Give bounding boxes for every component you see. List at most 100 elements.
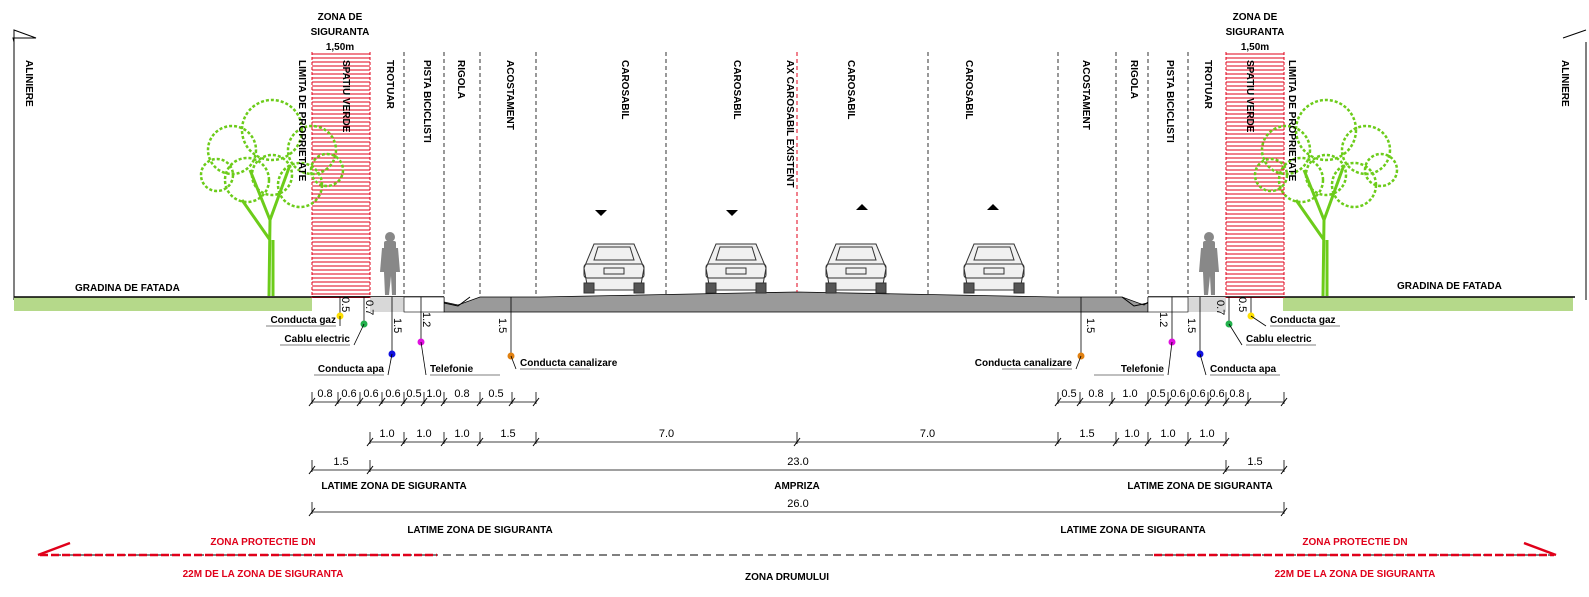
safety-zone-right xyxy=(1226,52,1284,298)
vertical-label-carosabil: CAROSABIL xyxy=(731,60,742,119)
ampriza-label: AMPRIZA xyxy=(774,481,820,492)
vertical-label-ax-carosabil: AX CAROSABIL EXISTENT xyxy=(784,60,795,188)
car-2-icon xyxy=(705,243,767,294)
latime-zona-label-2: LATIME ZONA DE SIGURANTA xyxy=(1127,481,1272,492)
sewer-right-label: Conducta canalizare xyxy=(975,358,1073,369)
zona-protectie-label-right: ZONA PROTECTIE DN xyxy=(1302,537,1407,548)
vertical-label-spatiu-verde: SPATIU VERDE xyxy=(340,60,351,133)
electric-cable-left-label: Cablu electric xyxy=(284,334,350,345)
vertical-label-carosabil: CAROSABIL xyxy=(963,60,974,119)
vertical-label-pista-biciclisti: PISTA BICICLISTI xyxy=(421,60,432,143)
dim-row1-right-7: 0.8 xyxy=(1229,388,1244,400)
pedestrian-right-icon xyxy=(1199,232,1219,295)
dim-row1-left-3: 0.6 xyxy=(385,388,400,400)
protection-zone-line xyxy=(37,541,1557,557)
dim-row1-right-5: 0.6 xyxy=(1190,388,1205,400)
dim-row2-4: 7.0 xyxy=(659,428,674,440)
dim-row2-2: 1.0 xyxy=(454,428,469,440)
direction-up-arrow-1 xyxy=(856,204,868,210)
dim-row1-left-1: 0.6 xyxy=(341,388,356,400)
gas-pipe-right-depth: 0.5 xyxy=(1236,297,1248,312)
water-pipe-left-label: Conducta apa xyxy=(318,364,385,375)
lane-dividers xyxy=(403,52,1189,297)
telecom-right-label: Telefonie xyxy=(1121,364,1165,375)
gradina-label-left: GRADINA DE FATADA xyxy=(75,283,180,294)
dim-row2-8: 1.0 xyxy=(1160,428,1175,440)
telecom-left-label: Telefonie xyxy=(430,364,474,375)
vertical-label-acostament: ACOSTAMENT xyxy=(1080,60,1091,130)
vertical-label-pista-biciclisti: PISTA BICICLISTI xyxy=(1164,60,1175,143)
car-1-icon xyxy=(583,243,645,294)
vertical-label-acostament: ACOSTAMENT xyxy=(504,60,515,130)
car-4-icon xyxy=(963,243,1025,294)
electric-cable-right-depth: 0.7 xyxy=(1214,300,1226,315)
vertical-label-rigola: RIGOLA xyxy=(1128,60,1139,99)
vertical-label-rigola: RIGOLA xyxy=(455,60,466,99)
zona-drumului-label: ZONA DRUMULUI xyxy=(745,572,829,583)
dim-row1-left-7: 0.5 xyxy=(488,388,503,400)
dim-row1-right-3: 0.5 xyxy=(1150,388,1165,400)
telecom-right-depth: 1.2 xyxy=(1157,312,1169,327)
latime-zona-label-3: LATIME ZONA DE SIGURANTA xyxy=(407,525,552,536)
electric-cable-left-depth: 0.7 xyxy=(363,300,375,315)
zona-de-label: ZONA DE xyxy=(1233,12,1278,23)
cars xyxy=(583,243,1025,294)
siguranta-label: SIGURANTA xyxy=(311,27,370,38)
pedestrian-left-icon xyxy=(380,232,400,295)
dim-row3-1: 23.0 xyxy=(787,456,808,468)
latime-zona-label-4: LATIME ZONA DE SIGURANTA xyxy=(1060,525,1205,536)
grass-left xyxy=(14,297,312,311)
direction-down-arrow-1 xyxy=(595,210,607,216)
vertical-label-alniere: ALINIERE xyxy=(1559,60,1570,107)
vertical-label-trotuar: TROTUAR xyxy=(384,60,395,110)
water-pipe-left-depth: 1.5 xyxy=(391,318,403,333)
tree-left xyxy=(199,98,345,297)
dim-row2-9: 1.0 xyxy=(1199,428,1214,440)
dim-row1-right-0: 0.5 xyxy=(1061,388,1076,400)
dim-row2-0: 1.0 xyxy=(379,428,394,440)
zona-protectie-label-left: ZONA PROTECTIE DN xyxy=(210,537,315,548)
gradina-label-right: GRADINA DE FATADA xyxy=(1397,281,1502,292)
vertical-label-carosabil: CAROSABIL xyxy=(845,60,856,119)
sewer-right-depth: 1.5 xyxy=(1084,318,1096,333)
dim-row1-left-4: 0.5 xyxy=(406,388,421,400)
dim-row3-2: 1.5 xyxy=(1247,456,1262,468)
dim-row2-6: 1.5 xyxy=(1079,428,1094,440)
dim-row2-3: 1.5 xyxy=(500,428,515,440)
gas-pipe-left-label: Conducta gaz xyxy=(270,315,336,326)
dim-row1-right-2: 1.0 xyxy=(1122,388,1137,400)
bike-lane-right xyxy=(1147,296,1189,313)
bike-lane-left xyxy=(403,296,445,313)
siguranta-label: SIGURANTA xyxy=(1226,27,1285,38)
safety-zone-header-left: ZONA DE SIGURANTA 1,50m xyxy=(311,12,370,53)
road-body xyxy=(443,291,1149,313)
vertical-label-alniere: ALINIERE xyxy=(23,60,34,107)
dim-row1-left-0: 0.8 xyxy=(317,388,332,400)
dim-row2-5: 7.0 xyxy=(920,428,935,440)
water-pipe-right-depth: 1.5 xyxy=(1185,318,1197,333)
dim-row1-right-6: 0.6 xyxy=(1209,388,1224,400)
vertical-label-limita-proprietate: LIMITA DE PROPRIETATE xyxy=(296,60,307,182)
building-right xyxy=(1562,29,1587,300)
sewer-left-label: Conducta canalizare xyxy=(520,358,618,369)
building-left xyxy=(12,29,37,300)
car-3-icon xyxy=(825,243,887,294)
dim-row2-1: 1.0 xyxy=(416,428,431,440)
width-label: 1,50m xyxy=(326,42,354,53)
zona-22m-label-left: 22M DE LA ZONA DE SIGURANTA xyxy=(183,569,344,580)
direction-down-arrow-2 xyxy=(726,210,738,216)
zona-de-label: ZONA DE xyxy=(318,12,363,23)
direction-up-arrow-2 xyxy=(987,204,999,210)
zona-22m-label-right: 22M DE LA ZONA DE SIGURANTA xyxy=(1275,569,1436,580)
